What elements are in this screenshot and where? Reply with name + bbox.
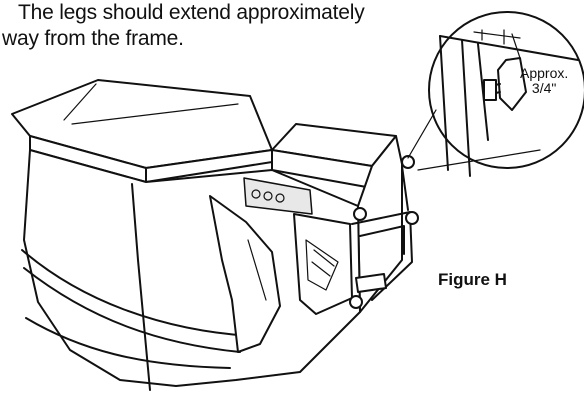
measurement-callout: Approx. 3/4": [520, 66, 568, 96]
measurement-line-1: Approx.: [520, 65, 569, 81]
instruction-line-1: The legs should extend approximately: [18, 1, 365, 24]
measurement-line-2: 3/4": [531, 80, 557, 96]
detail-callout: [407, 11, 584, 177]
instruction-text: The legs should extend approximately way…: [2, 0, 382, 52]
figure-label: Figure H: [438, 270, 507, 289]
dishwasher-body: [11, 79, 419, 391]
instruction-line-2: way from the frame.: [2, 27, 184, 50]
